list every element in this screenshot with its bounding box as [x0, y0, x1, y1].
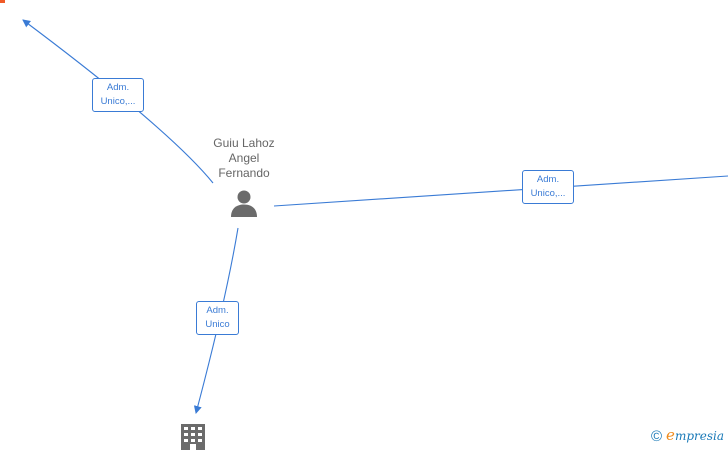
person-name-line: Guiu Lahoz — [213, 136, 275, 150]
edge-label-line: Unico — [205, 319, 230, 330]
edge-label-line: Unico,... — [530, 188, 566, 199]
building-icon[interactable] — [181, 424, 205, 450]
edge-label-line: Adm. — [536, 174, 560, 185]
edge-label-line: Unico,... — [100, 96, 136, 107]
corner-marker — [0, 0, 5, 3]
edge-label-company[interactable]: Adm. Unico — [196, 301, 239, 335]
person-name: Guiu Lahoz Angel Fernando — [196, 136, 292, 181]
person-name-line: Angel — [228, 151, 260, 165]
edge-label-line: Adm. — [206, 305, 229, 316]
brand-rest: mpresia — [674, 429, 724, 443]
brand-initial: e — [666, 426, 675, 444]
edge-label-line: Adm. — [106, 82, 130, 93]
edge-line-upper-left — [22, 19, 214, 184]
edge-label-right[interactable]: Adm. Unico,... — [522, 170, 574, 204]
brand-logo: empresia — [666, 428, 724, 444]
edge-label-upper-left[interactable]: Adm. Unico,... — [92, 78, 144, 112]
person-name-line: Fernando — [218, 166, 270, 180]
copyright-symbol: © — [650, 427, 663, 445]
person-icon[interactable] — [229, 189, 259, 217]
edge-line-right — [273, 175, 728, 207]
company-node[interactable] — [181, 424, 205, 450]
brand-watermark: © empresia — [651, 428, 724, 444]
person-node[interactable]: Guiu Lahoz Angel Fernando — [196, 136, 292, 217]
